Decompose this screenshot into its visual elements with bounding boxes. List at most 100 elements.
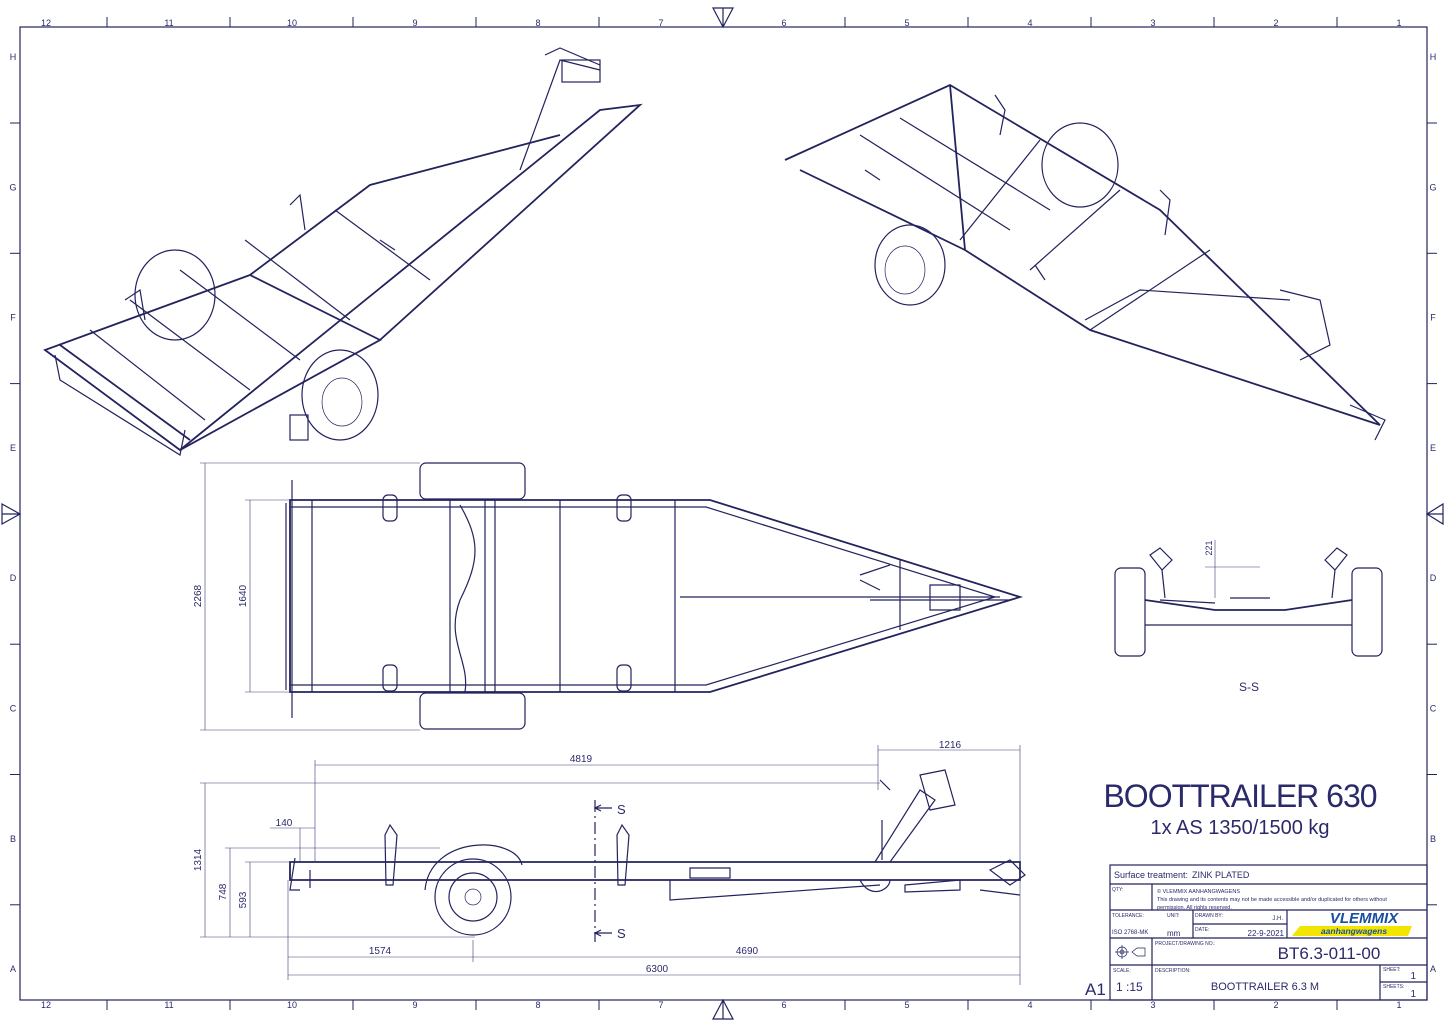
drawing-title: BOOTTRAILER 630 (1103, 778, 1376, 814)
surface-treatment-value: ZINK PLATED (1192, 870, 1250, 880)
drawing-subtitle: 1x AS 1350/1500 kg (1150, 817, 1329, 839)
scale-value: 1 :15 (1116, 980, 1143, 994)
section-label: S-S (1239, 680, 1259, 694)
column-label-bottom: 5 (904, 1000, 909, 1010)
row-label-right: F (1430, 313, 1436, 323)
isometric-view-front-right (784, 83, 1386, 441)
dim-6300: 6300 (646, 964, 669, 975)
dim-4690: 4690 (736, 946, 759, 957)
dim-1314: 1314 (193, 848, 204, 871)
copyright-line2: This drawing and its contents may not be… (1157, 897, 1387, 903)
sheet-label: SHEET: (1383, 967, 1401, 973)
section-view-s-s: 221 S-S (1114, 540, 1383, 694)
column-label-top: 3 (1150, 18, 1155, 28)
first-angle-projection-icon (1115, 945, 1146, 959)
row-label-left: A (10, 964, 16, 974)
column-label-top: 2 (1273, 18, 1278, 28)
drawing-frame (19, 26, 1428, 1001)
row-label-right: E (1430, 443, 1436, 453)
column-label-bottom: 10 (287, 1000, 297, 1010)
center-mark-right (1425, 502, 1444, 526)
drawn-by-value: J.H. (1272, 916, 1283, 922)
row-label-right: H (1430, 52, 1437, 62)
dim-140: 140 (276, 818, 293, 829)
section-marker-top: S (617, 802, 626, 817)
row-label-right: D (1430, 573, 1437, 583)
row-label-right: B (1430, 834, 1436, 844)
dim-frame-width: 1640 (238, 584, 249, 607)
column-label-bottom: 12 (41, 1000, 51, 1010)
dim-4819: 4819 (570, 754, 593, 765)
column-label-top: 1 (1396, 18, 1401, 28)
column-label-bottom: 6 (781, 1000, 786, 1010)
row-label-left: F (10, 313, 16, 323)
column-label-bottom: 9 (412, 1000, 417, 1010)
row-label-right: G (1429, 182, 1436, 192)
column-label-top: 6 (781, 18, 786, 28)
sheets-value: 1 (1410, 989, 1416, 1000)
row-label-left: B (10, 834, 16, 844)
column-label-top: 5 (904, 18, 909, 28)
sheet-format: A1 (1085, 980, 1106, 999)
isometric-view-rear-left (43, 47, 643, 456)
column-label-bottom: 3 (1150, 1000, 1155, 1010)
scale-label: SCALE: (1113, 968, 1131, 974)
column-label-bottom: 8 (535, 1000, 540, 1010)
sheet-value: 1 (1410, 971, 1416, 982)
project-label: PROJECT/DRAWING NO.: (1155, 941, 1215, 947)
dim-748: 748 (218, 883, 229, 900)
row-label-left: E (10, 443, 16, 453)
row-label-right: C (1430, 704, 1437, 714)
column-label-top: 12 (41, 18, 51, 28)
top-view: 2268 1640 (193, 462, 1024, 731)
dim-overall-width: 2268 (193, 584, 204, 607)
logo-text-top: VLEMMIX (1330, 910, 1399, 927)
date-value: 22-9-2021 (1248, 929, 1285, 938)
section-dim-221: 221 (1204, 540, 1214, 555)
column-label-top: 4 (1027, 18, 1032, 28)
tolerance-label: TOLERANCE: (1112, 913, 1144, 919)
unit-value: mm (1167, 929, 1181, 938)
description-label: DESCRIPTION: (1155, 968, 1191, 974)
surface-treatment-label: Surface treatment: (1114, 870, 1188, 880)
unit-label: UNIT: (1167, 913, 1180, 919)
title-block: Surface treatment: ZINK PLATED QTY: © VL… (1109, 864, 1428, 1001)
column-label-bottom: 11 (164, 1000, 173, 1010)
copyright-line3: permission. All rights reserved. (1157, 905, 1232, 911)
tolerance-value: ISO 2768-MK (1112, 930, 1148, 936)
column-label-bottom: 1 (1396, 1000, 1401, 1010)
section-marker-bottom: S (617, 926, 626, 941)
center-mark-left (1, 502, 22, 526)
row-label-left: C (10, 704, 17, 714)
vlemmix-logo: VLEMMIX aanhangwagens (1292, 910, 1412, 936)
column-label-bottom: 7 (658, 1000, 663, 1010)
logo-text-bottom: aanhangwagens (1321, 926, 1387, 936)
column-label-top: 7 (658, 18, 663, 28)
dim-1574: 1574 (369, 946, 392, 957)
row-label-right: A (1430, 964, 1436, 974)
row-label-left: D (10, 573, 17, 583)
column-label-bottom: 2 (1273, 1000, 1278, 1010)
column-label-top: 8 (535, 18, 540, 28)
description-value: BOOTTRAILER 6.3 M (1211, 981, 1319, 993)
side-view: S S 4819 1216 140 1314 748 593 1574 4690… (193, 740, 1026, 985)
center-mark-top (712, 7, 734, 29)
drawn-by-label: DRAWN BY: (1195, 913, 1223, 919)
drawing-number: BT6.3-011-00 (1278, 944, 1381, 963)
column-label-top: 10 (287, 18, 297, 28)
dim-593: 593 (238, 891, 249, 908)
copyright-line1: © VLEMMIX AANHANGWAGENS (1157, 888, 1240, 895)
column-label-top: 9 (412, 18, 417, 28)
sheets-label: SHEETS: (1383, 984, 1404, 990)
dim-1216: 1216 (939, 740, 962, 751)
qty-label: QTY: (1112, 887, 1123, 893)
logo-yellow-band (1292, 926, 1412, 936)
column-label-bottom: 4 (1027, 1000, 1032, 1010)
date-label: DATE: (1195, 927, 1209, 933)
row-label-left: G (9, 182, 16, 192)
center-mark-bottom (712, 998, 734, 1020)
column-label-top: 11 (164, 18, 173, 28)
row-label-left: H (10, 52, 17, 62)
